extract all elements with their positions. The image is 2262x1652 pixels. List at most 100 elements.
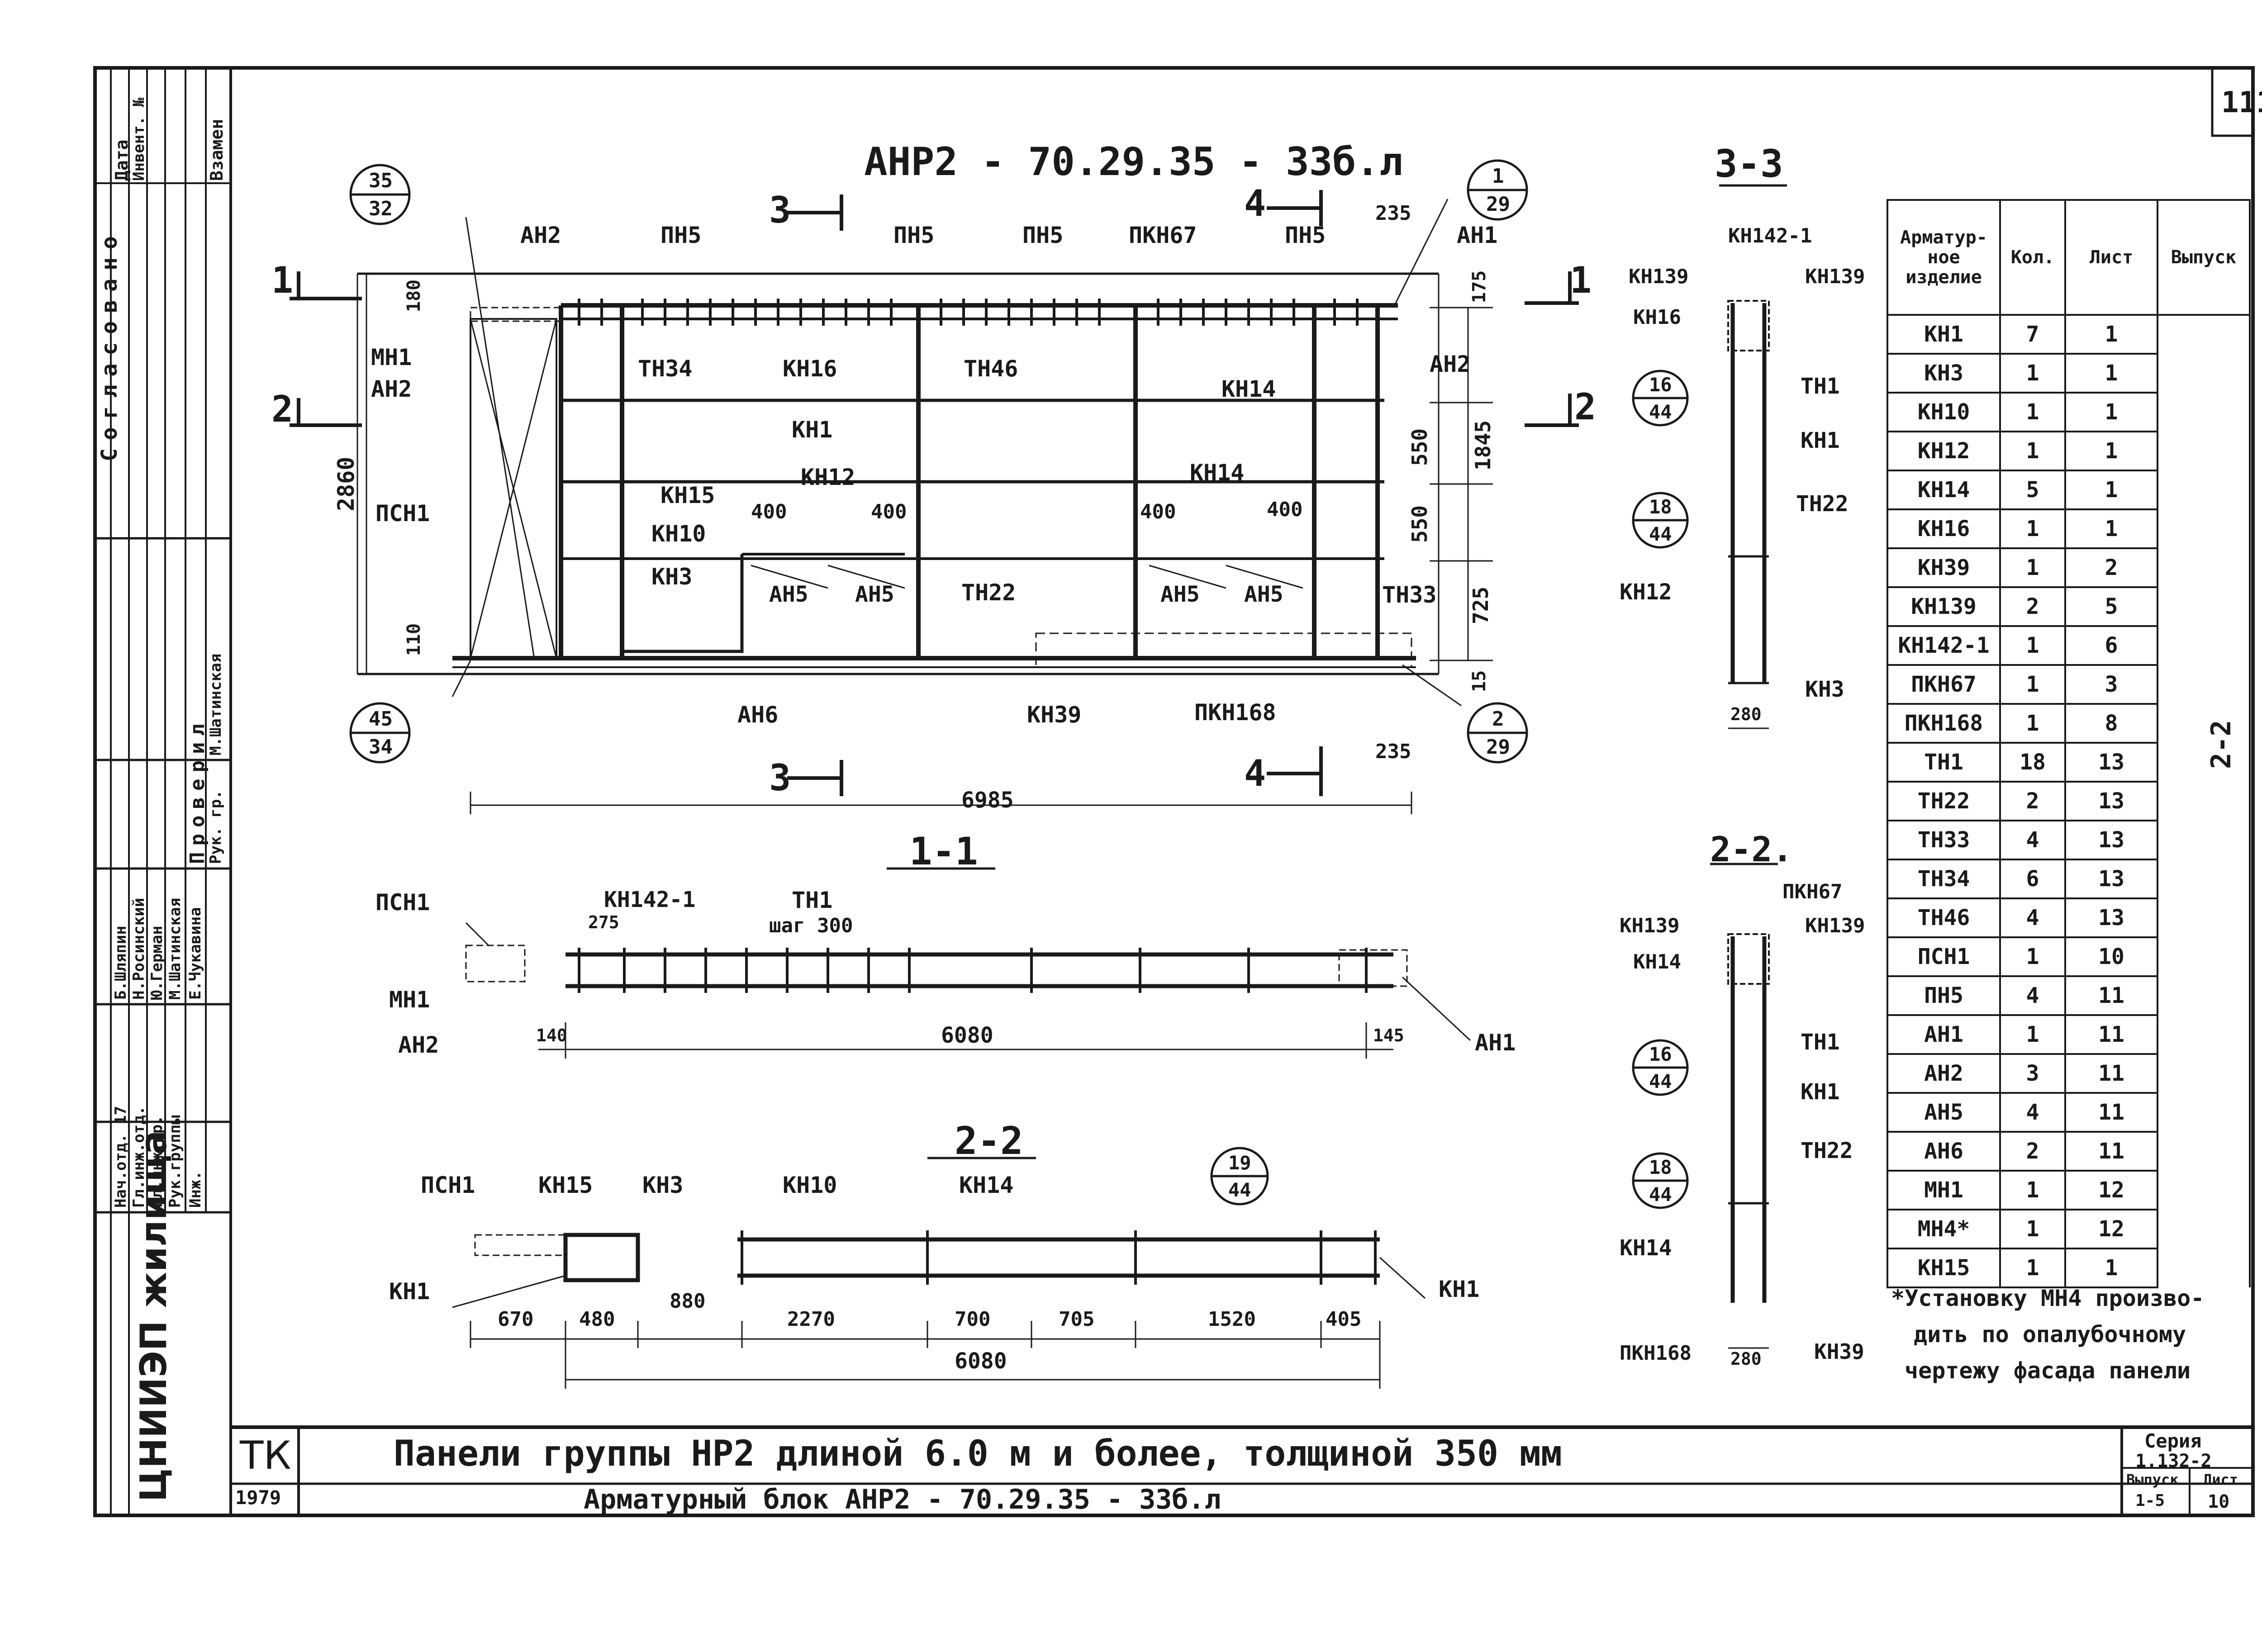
spec-item: КН139 xyxy=(1887,586,2001,627)
spec-sheet: 11 xyxy=(2064,1014,2158,1055)
spec-sheet: 10 xyxy=(2064,936,2158,977)
spec-qty: 1 xyxy=(1999,392,2066,432)
spec-item: КН142-1 xyxy=(1887,625,2001,666)
s22p-dim-2: 880 xyxy=(670,1290,706,1313)
spec-item: КН3 xyxy=(1887,353,2001,394)
section-2-2-plan-title: 2-2 xyxy=(955,1119,1023,1163)
spec-issue xyxy=(2157,393,2251,432)
s22p-dim-6: 1520 xyxy=(1208,1308,1256,1331)
label-th33: ТН33 xyxy=(1382,582,1437,608)
dim-550-2: 550 xyxy=(1407,505,1432,543)
callout-19-top: 19 xyxy=(1228,1152,1251,1174)
s22s-th1: ТН1 xyxy=(1801,1030,1840,1055)
spec-sheet: 11 xyxy=(2064,1092,2158,1133)
s22s-d280: 280 xyxy=(1730,1349,1762,1369)
spec-item: ПСН1 xyxy=(1887,936,2001,977)
spec-issue xyxy=(2157,782,2251,821)
spec-issue xyxy=(2157,821,2251,859)
stamp-checked: Проверил xyxy=(186,717,209,864)
dim-550-1: 550 xyxy=(1407,428,1432,466)
spec-issue xyxy=(2157,470,2251,509)
spec-qty: 4 xyxy=(1999,975,2066,1016)
dim-235-top: 235 xyxy=(1375,202,1411,225)
s22p-dim-0: 670 xyxy=(498,1308,534,1331)
s33-kh142: КН142-1 xyxy=(1728,224,1812,247)
section-mark-1-left: 1 xyxy=(271,259,294,301)
s22s-kh14-bot: КН14 xyxy=(1620,1235,1672,1261)
s22p-kh14: КН14 xyxy=(959,1172,1014,1198)
spec-issue xyxy=(2157,315,2251,354)
spec-item: КН10 xyxy=(1887,392,2001,432)
label-pch1: ПСН1 xyxy=(375,500,430,527)
s22p-dim-4: 700 xyxy=(955,1308,991,1331)
label-kh14-b: КН14 xyxy=(1190,460,1245,486)
s22p-dim-5: 705 xyxy=(1059,1308,1095,1331)
spec-qty: 4 xyxy=(1999,1092,2066,1133)
label-kh15: КН15 xyxy=(661,482,715,508)
title-line-2: Арматурный блок АНР2 - 70.29.35 - 33б.л xyxy=(584,1484,1221,1515)
section-mark-4-bot: 4 xyxy=(1244,752,1266,794)
callout-45-bot: 34 xyxy=(369,736,393,759)
spec-issue xyxy=(2157,743,2251,782)
spec-item: ТН34 xyxy=(1887,859,2001,899)
footnote-line-1: *Установку МН4 произво- xyxy=(1891,1285,2205,1311)
label-kh3: КН3 xyxy=(651,564,693,590)
s33-kh139-left: КН139 xyxy=(1629,265,1689,288)
stamp-agreed: Согласовано xyxy=(97,228,122,461)
s11-kh142: КН142-1 xyxy=(604,887,696,912)
series-label: Серия xyxy=(2144,1430,2202,1452)
title-line-1: Панели группы НР2 длиной 6.0 м и более, … xyxy=(394,1434,1562,1474)
s22p-kh1-left: КН1 xyxy=(389,1278,430,1305)
spec-item: КН12 xyxy=(1887,431,2001,471)
section-mark-2-right: 2 xyxy=(1574,386,1597,428)
callout-18a-bot: 44 xyxy=(1649,523,1672,545)
spec-sheet: 1 xyxy=(2064,353,2158,394)
spec-qty: 2 xyxy=(1999,781,2066,821)
label-ah6: АН6 xyxy=(737,702,779,728)
spec-header-row: Арматур- ное изделие Кол. Лист Выпуск xyxy=(1887,199,2251,316)
spec-sheet: 13 xyxy=(2064,820,2158,860)
dim-400-4: 400 xyxy=(1267,498,1303,521)
title-tk: ТК xyxy=(240,1433,291,1478)
dim-2860: 2860 xyxy=(333,456,359,511)
spec-header-item: Арматур- ное изделие xyxy=(1887,199,2001,316)
spec-issue xyxy=(2157,1054,2251,1093)
section-mark-2-left: 2 xyxy=(271,388,294,430)
spec-item: МН4* xyxy=(1887,1209,2001,1249)
s22p-kh15: КН15 xyxy=(538,1172,593,1198)
spec-sheet: 3 xyxy=(2064,664,2158,705)
s22p-dim-1: 480 xyxy=(579,1308,615,1331)
sheet-frame xyxy=(93,66,2255,1517)
s22s-th22: ТН22 xyxy=(1801,1138,1853,1163)
callout-16a-bot: 44 xyxy=(1649,401,1672,423)
spec-item: МН1 xyxy=(1887,1170,2001,1211)
s22s-kh139-left: КН139 xyxy=(1620,914,1680,937)
stamp-signer-5: Е.Чукавина xyxy=(186,907,204,1000)
spec-qty: 7 xyxy=(1999,314,2066,355)
label-kh14-a: КН14 xyxy=(1221,376,1276,402)
spec-table: Арматур- ное изделие Кол. Лист Выпуск КН… xyxy=(1887,199,2251,1288)
section-mark-1-right: 1 xyxy=(1570,259,1592,301)
spec-issue xyxy=(2157,859,2251,898)
label-ah2-left: АН2 xyxy=(371,376,412,402)
spec-qty: 1 xyxy=(1999,703,2066,744)
title-year: 1979 xyxy=(235,1486,281,1509)
s22s-kh139-right: КН139 xyxy=(1805,914,1865,937)
sheet-value: 10 xyxy=(2208,1491,2230,1512)
label-th46: ТН46 xyxy=(964,356,1018,382)
callout-1-bot: 29 xyxy=(1486,193,1510,216)
stamp-signer-1: Б.Шляпин xyxy=(112,926,130,1000)
spec-issue xyxy=(2157,548,2251,587)
dim-110: 110 xyxy=(404,623,424,656)
footnote-line-3: чертежу фасада панели xyxy=(1905,1358,2191,1384)
spec-sheet: 12 xyxy=(2064,1170,2158,1211)
spec-qty: 18 xyxy=(1999,742,2066,783)
